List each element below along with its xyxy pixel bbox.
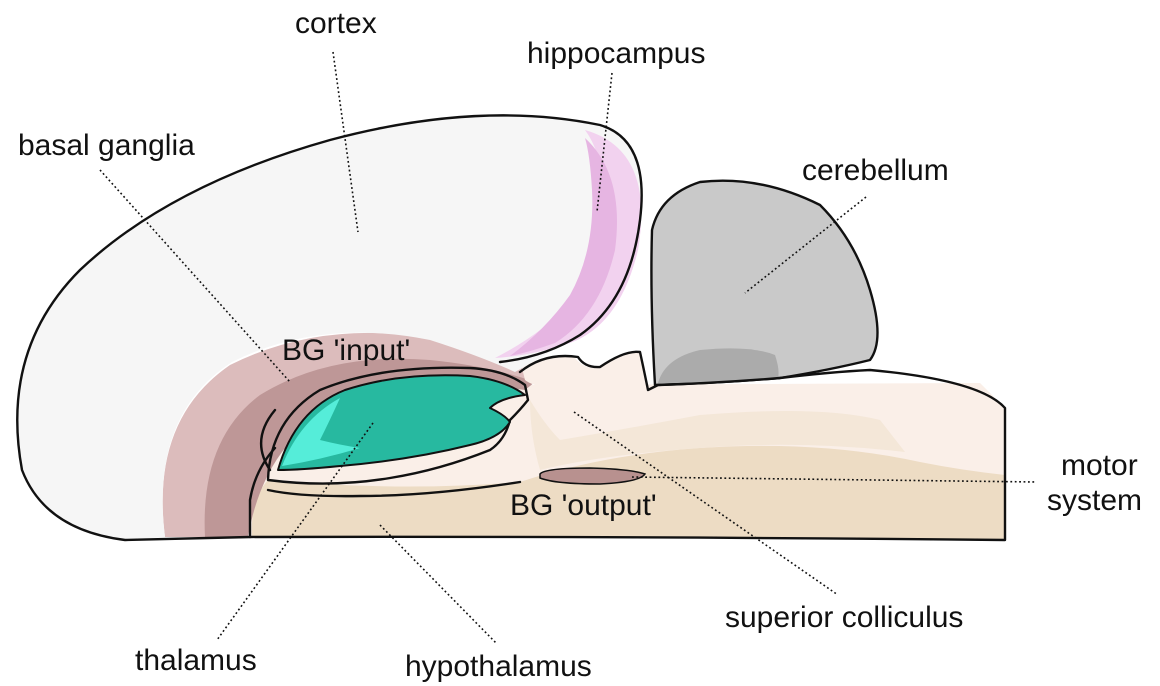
label-cortex: cortex [295, 7, 377, 40]
label-hypothalamus: hypothalamus [405, 650, 592, 683]
label-thalamus: thalamus [135, 644, 257, 677]
hypothalamus-leader [380, 525, 497, 644]
label-motor-system-line2: system [1047, 484, 1142, 517]
label-bg-output: BG 'output' [510, 489, 657, 522]
label-cerebellum: cerebellum [802, 154, 949, 187]
label-motor-system-line1: motor [1061, 449, 1138, 482]
label-bg-input: BG 'input' [282, 334, 410, 367]
label-superior-colliculus: superior colliculus [725, 601, 963, 634]
label-basal-ganglia: basal ganglia [18, 129, 195, 162]
bg-output-region [540, 468, 645, 484]
label-hippocampus: hippocampus [527, 37, 705, 70]
